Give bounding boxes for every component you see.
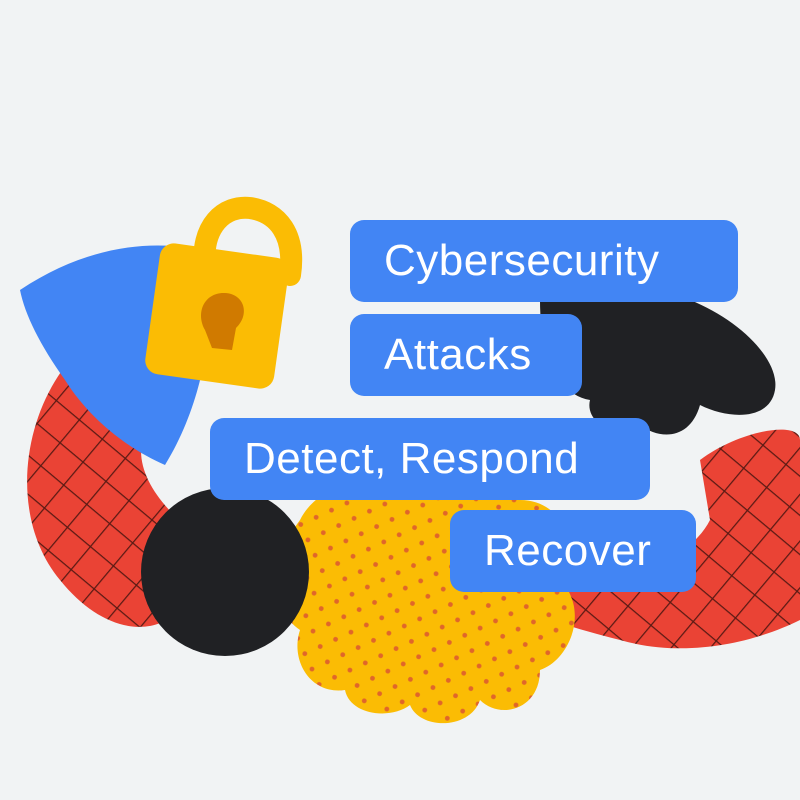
red-grid-arc-right: [500, 429, 800, 649]
label-detect-respond: Detect, Respond: [210, 418, 650, 500]
dark-circle: [141, 488, 309, 656]
dark-blob-top-right: [540, 285, 776, 435]
padlock-icon: [145, 196, 303, 389]
label-recover: Recover: [450, 510, 696, 592]
label-cybersecurity: Cybersecurity: [350, 220, 738, 302]
label-attacks: Attacks: [350, 314, 582, 396]
